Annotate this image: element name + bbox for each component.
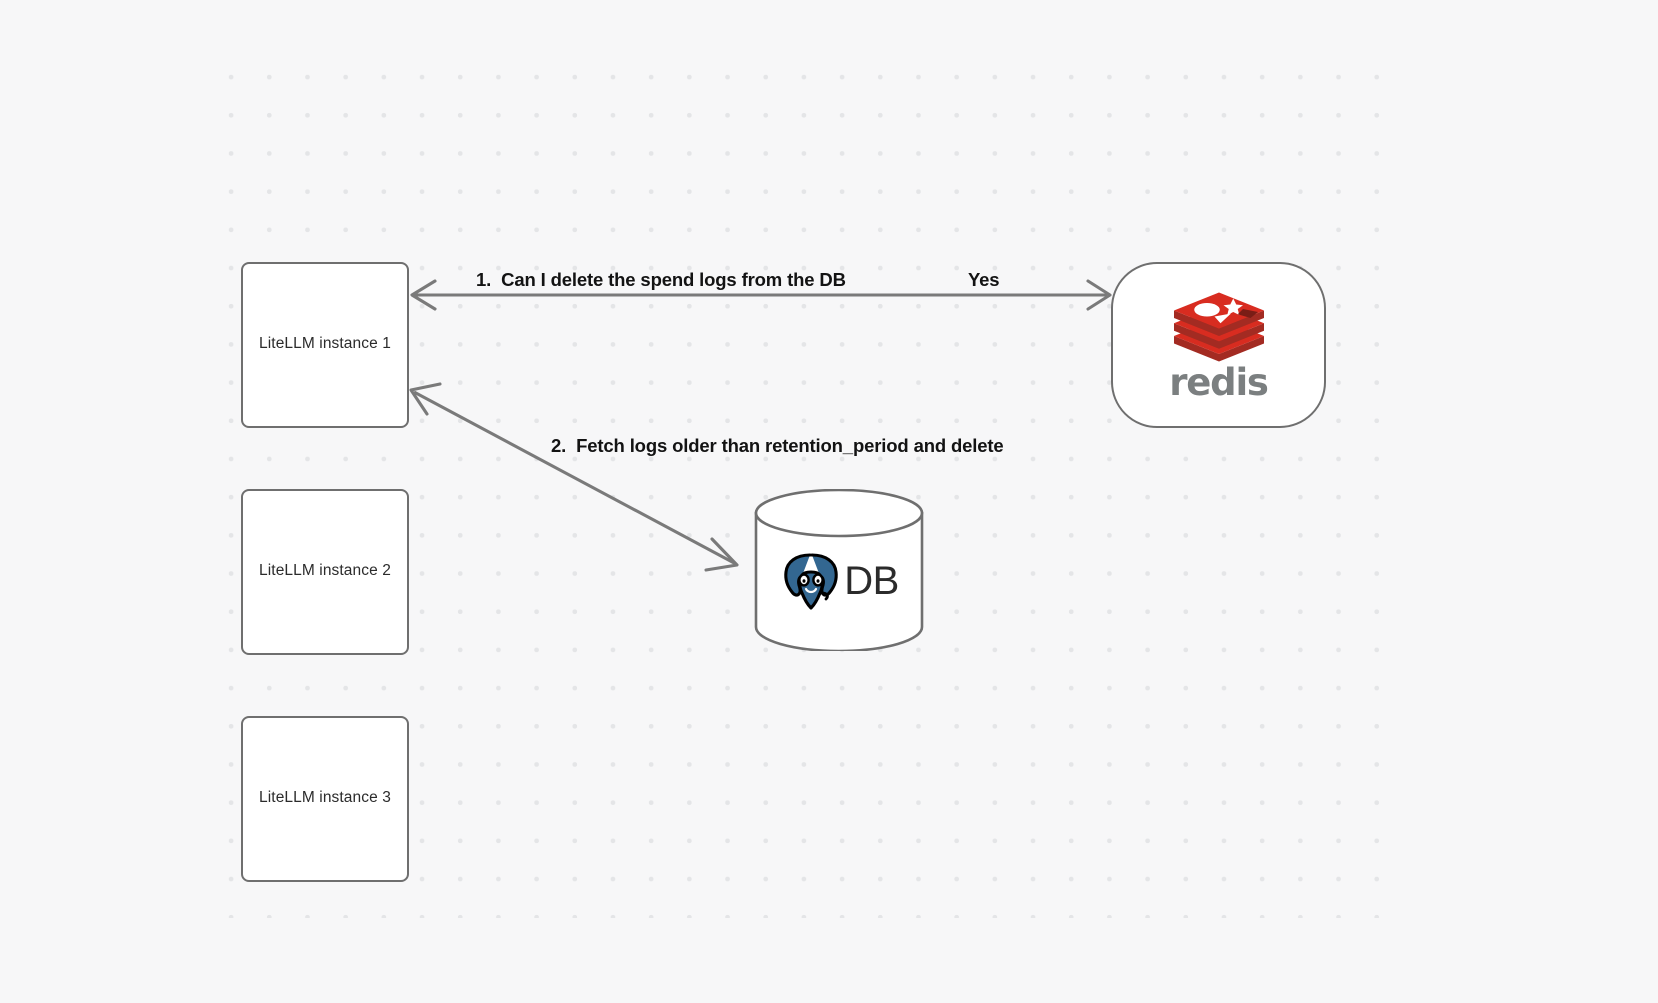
- node-label: LiteLLM instance 3: [259, 789, 391, 806]
- edge-label-2: 2. Fetch logs older than retention_perio…: [551, 435, 1004, 456]
- redis-wordmark: redis: [1169, 361, 1269, 404]
- arrowhead-right: [1086, 279, 1112, 311]
- arrowhead-left: [410, 279, 437, 311]
- db-label: DB: [844, 559, 899, 603]
- postgresql-elephant-icon: [784, 553, 838, 610]
- edge-litellm1-db: [409, 382, 739, 572]
- node-litellm-instance-2[interactable]: LiteLLM instance 2: [241, 489, 409, 655]
- cylinder-shape: [754, 489, 924, 651]
- arrowhead-upleft: [409, 382, 442, 416]
- node-litellm-instance-3[interactable]: LiteLLM instance 3: [241, 716, 409, 882]
- edge-label-1-reply: Yes: [968, 269, 1000, 290]
- node-label: LiteLLM instance 2: [259, 562, 391, 579]
- arrowhead-downright: [704, 537, 739, 572]
- node-label: LiteLLM instance 1: [259, 335, 391, 352]
- node-db[interactable]: DB: [753, 489, 925, 651]
- edge-label-1: 1. Can I delete the spend logs from the …: [476, 269, 846, 290]
- node-redis[interactable]: redis: [1111, 262, 1326, 428]
- node-litellm-instance-1[interactable]: LiteLLM instance 1: [241, 262, 409, 428]
- redis-icon: [1173, 292, 1264, 362]
